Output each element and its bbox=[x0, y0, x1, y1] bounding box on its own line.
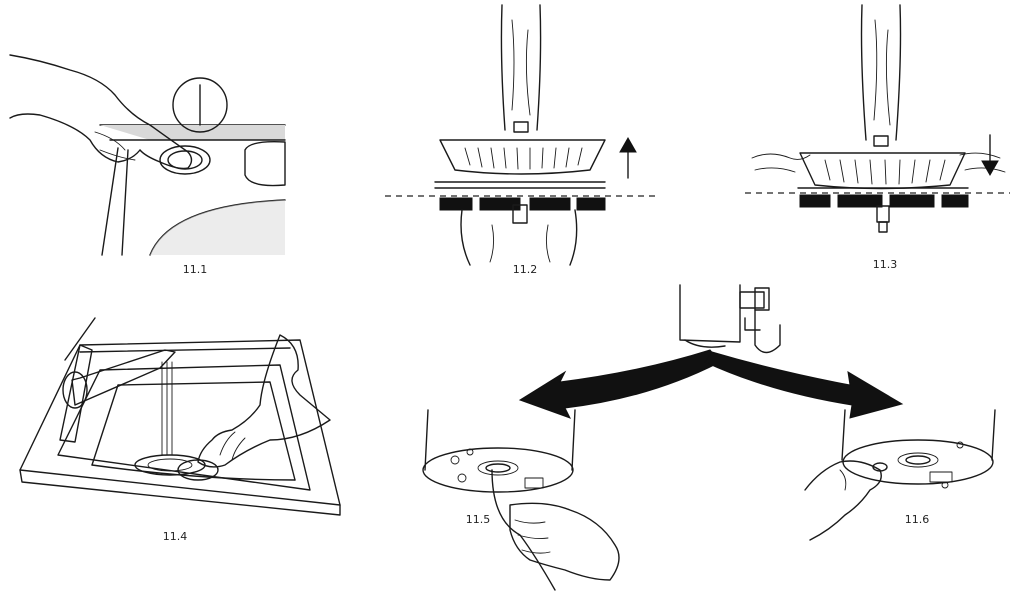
caption-11-4: 11.4 bbox=[163, 530, 188, 543]
figure-11-5-illustration bbox=[423, 410, 619, 590]
caption-11-1: 11.1 bbox=[183, 263, 208, 276]
curved-arrows bbox=[520, 350, 902, 418]
caption-11-2: 11.2 bbox=[513, 263, 538, 276]
caption-11-6: 11.6 bbox=[905, 513, 930, 526]
figure-11-6-illustration bbox=[805, 410, 995, 540]
caption-11-3: 11.3 bbox=[873, 258, 898, 271]
figure-11-1-illustration bbox=[10, 55, 285, 255]
caption-11-5: 11.5 bbox=[466, 513, 491, 526]
figure-11-2-illustration bbox=[385, 5, 660, 265]
figure-11-4-illustration bbox=[20, 318, 340, 515]
figure-11-3-illustration bbox=[745, 5, 1010, 232]
disposer-unit-illustration bbox=[680, 285, 780, 353]
